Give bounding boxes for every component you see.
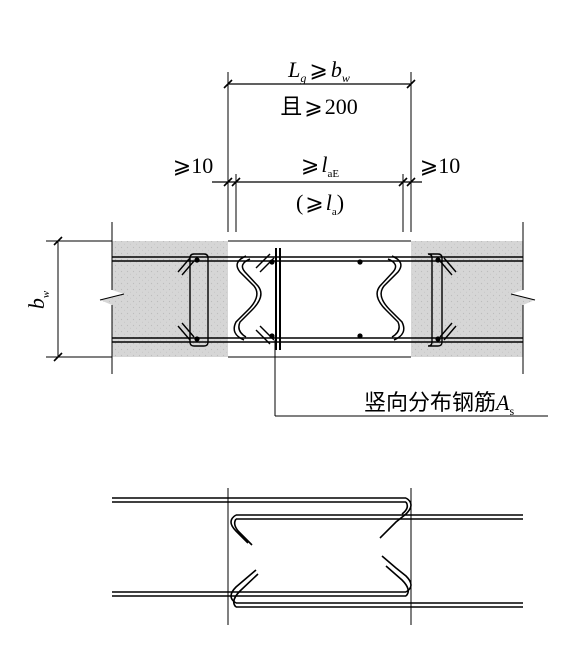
- u-shaped-rebars-lower: [230, 497, 412, 608]
- anchorage-dimension: [212, 174, 422, 232]
- left-gap-label: ⩾10: [173, 153, 213, 178]
- joint-outline: [228, 240, 411, 358]
- concrete-wall-left: [99, 222, 228, 374]
- horizontal-rebars-lower: [112, 497, 523, 608]
- overall-length-label: Lg⩾bw: [287, 57, 350, 85]
- overall-length-dimension: [223, 72, 416, 232]
- horizontal-rebars-upper: [112, 256, 523, 343]
- rebar-label-leader: [274, 340, 548, 417]
- wall-thickness-label: bw: [24, 290, 52, 309]
- overall-length-min-label: 且⩾200: [280, 94, 357, 119]
- rebar-dots: [194, 257, 441, 342]
- vertical-distribution-rebars: [189, 248, 443, 350]
- anchorage-length-label: ⩾laE: [301, 152, 339, 180]
- rebar-label: 竖向分布钢筋As: [364, 390, 514, 418]
- u-shaped-rebars-upper: [233, 255, 405, 341]
- wall-thickness-dimension: [46, 236, 112, 362]
- anchorage-length-alt-label: (⩾la): [296, 190, 344, 218]
- right-gap-label: ⩾10: [420, 153, 460, 178]
- lower-detail: [227, 488, 412, 625]
- concrete-wall-right: [411, 222, 536, 374]
